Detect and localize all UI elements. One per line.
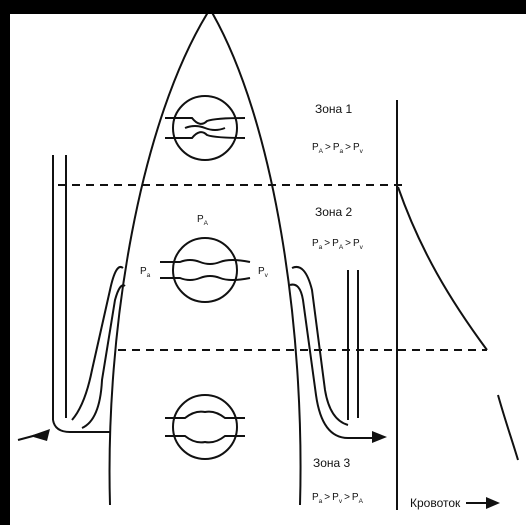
alveolus-zone3 <box>172 394 238 460</box>
alveolus-zone1 <box>172 95 238 161</box>
zone2-inequality: Pa>PA>Pv <box>312 238 364 251</box>
capillary-zone3-top <box>165 410 245 419</box>
capillary-zone2-top <box>160 259 251 265</box>
venous-pressure-label: Pv <box>258 266 269 279</box>
right-venous-line <box>291 266 349 426</box>
flow-axis-arrow-icon <box>486 497 500 509</box>
right-venous-line-2 <box>289 283 375 439</box>
flow-curve-lower <box>497 394 519 461</box>
capillary-zone1-top <box>165 117 246 125</box>
arterial-pressure-label: Pa <box>140 266 151 279</box>
zone1-inequality: PA>Pa>Pv <box>312 142 364 155</box>
capillary-zone3-bot <box>165 435 245 444</box>
left-arterial-line-2 <box>81 284 126 429</box>
zone1-title: Зона 1 <box>315 102 353 116</box>
zone3-inequality: Pa>Pv>PA <box>312 492 364 505</box>
west-zones-diagram: Зона 1 PA>Pa>Pv Зона 2 Pa>PA>Pv Зона 3 P… <box>17 14 519 510</box>
capillary-zone2-bot <box>160 275 251 281</box>
diagram-canvas: Зона 1 PA>Pa>Pv Зона 2 Pa>PA>Pv Зона 3 P… <box>10 14 526 525</box>
left-arterial-line <box>71 266 124 421</box>
right-outflow-arrow-icon <box>372 431 387 443</box>
zone2-title: Зона 2 <box>315 205 353 219</box>
left-tube-bend <box>52 419 110 433</box>
flow-curve <box>397 186 488 351</box>
zone3-title: Зона 3 <box>313 456 351 470</box>
alveolar-pressure-label: PA <box>197 214 209 227</box>
lung-outline <box>108 14 302 506</box>
alveolus-zone2 <box>172 237 238 303</box>
flow-label: Кровоток <box>410 496 461 510</box>
capillary-zone1-bot <box>165 131 246 139</box>
capillary-zone1-mid <box>184 125 226 131</box>
